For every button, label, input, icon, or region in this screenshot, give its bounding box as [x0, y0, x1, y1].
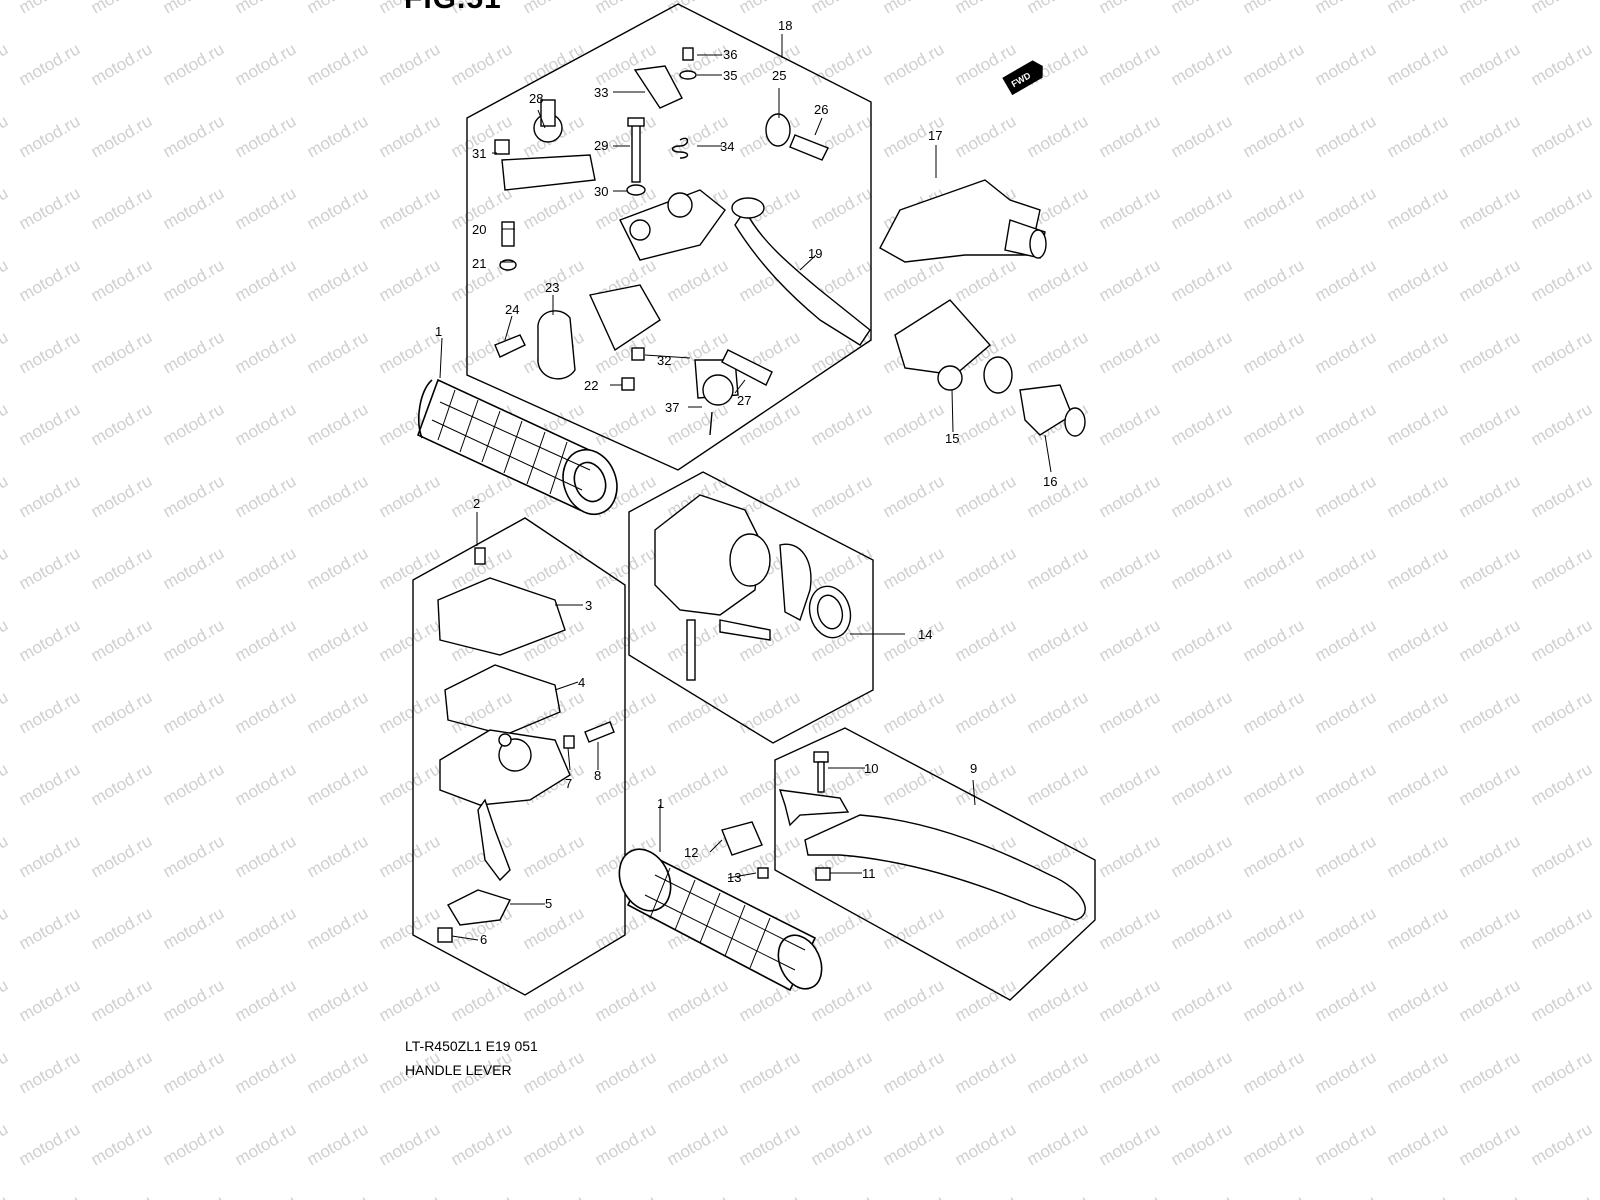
- callout-14: 14: [918, 627, 932, 642]
- callout-1a: 1: [435, 324, 442, 339]
- grip-lower: [618, 848, 823, 992]
- callout-37: 37: [665, 400, 679, 415]
- callout-30: 30: [594, 184, 608, 199]
- callout-31: 31: [472, 146, 486, 161]
- callout-33: 33: [594, 85, 608, 100]
- figure-title: FIG.51: [404, 0, 502, 16]
- callout-36: 36: [723, 47, 737, 62]
- callout-9: 9: [970, 761, 977, 776]
- callout-18: 18: [778, 18, 792, 33]
- callout-4: 4: [578, 675, 585, 690]
- callout-25: 25: [772, 68, 786, 83]
- callout-16: 16: [1043, 474, 1057, 489]
- callout-23: 23: [545, 280, 559, 295]
- callout-27: 27: [737, 393, 751, 408]
- group-frame-clutch-lever: [774, 727, 1096, 1001]
- lower-lever-parts: [721, 751, 1086, 921]
- callout-10: 10: [864, 761, 878, 776]
- callout-34: 34: [720, 139, 734, 154]
- diagram-title: HANDLE LEVER: [405, 1062, 512, 1078]
- group-frame-throttle: [412, 517, 626, 996]
- callout-21: 21: [472, 256, 486, 271]
- callout-8: 8: [594, 768, 601, 783]
- callout-1b: 1: [657, 796, 664, 811]
- callout-labels: 1 1 2 3 4 5 6 7 8 9 10 11 12 13 14 15 16…: [435, 18, 1057, 947]
- callout-35: 35: [723, 68, 737, 83]
- callout-32: 32: [657, 353, 671, 368]
- grip-upper: [416, 378, 618, 516]
- clutch-bracket-parts: [879, 179, 1086, 437]
- callout-11: 11: [862, 866, 876, 881]
- callout-3: 3: [585, 598, 592, 613]
- callout-5: 5: [545, 896, 552, 911]
- callout-2: 2: [473, 496, 480, 511]
- callout-22: 22: [584, 378, 598, 393]
- brake-lever-parts: [494, 47, 871, 436]
- callout-13: 13: [727, 870, 741, 885]
- callout-15: 15: [945, 431, 959, 446]
- callout-24: 24: [505, 302, 519, 317]
- handlebar-switch: [654, 494, 852, 681]
- callout-19: 19: [808, 246, 822, 261]
- callout-6: 6: [480, 932, 487, 947]
- callout-26: 26: [814, 102, 828, 117]
- callout-17: 17: [928, 128, 942, 143]
- model-code: LT-R450ZL1 E19 051: [405, 1038, 538, 1054]
- callout-12: 12: [684, 845, 698, 860]
- callout-7: 7: [565, 776, 572, 791]
- callout-20: 20: [472, 222, 486, 237]
- callout-28: 28: [529, 91, 543, 106]
- throttle-parts: [437, 547, 615, 943]
- group-frame-switch: [628, 471, 874, 744]
- leader-lines: [439, 34, 1052, 941]
- callout-29: 29: [594, 138, 608, 153]
- group-frame-brake-lever: [466, 3, 872, 471]
- fwd-arrow-icon: FWD: [1002, 60, 1043, 96]
